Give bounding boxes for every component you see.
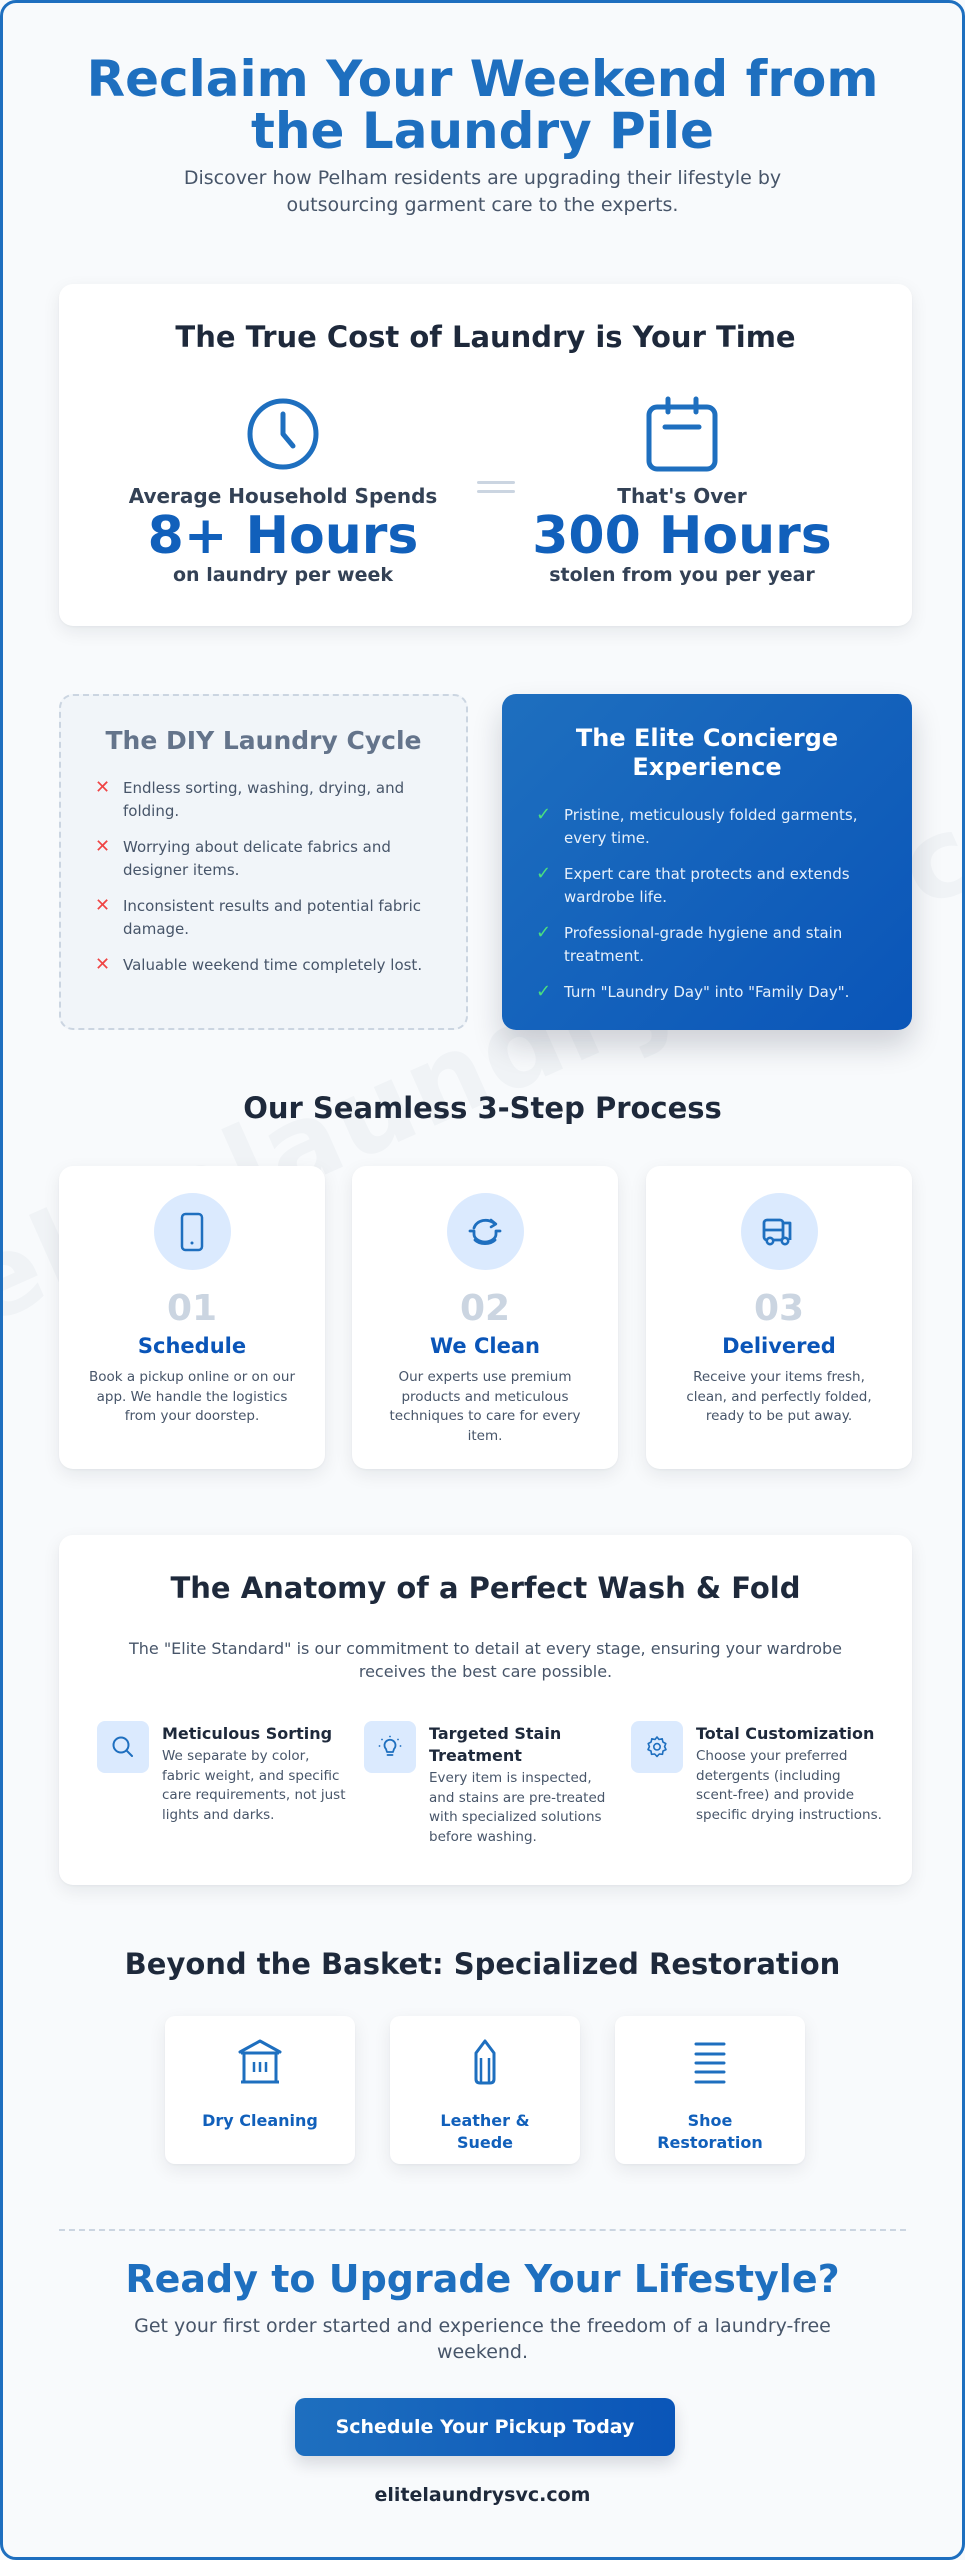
x-icon: ✕ bbox=[95, 836, 111, 857]
elite-title: The Elite Concierge Experience bbox=[575, 724, 839, 781]
step-icon-circle bbox=[446, 1193, 524, 1270]
step-icon-circle bbox=[740, 1193, 818, 1270]
lines-icon bbox=[685, 2038, 735, 2088]
service-name: Leather & Suede bbox=[440, 2111, 530, 2152]
check-icon: ✓ bbox=[536, 863, 552, 884]
diy-card: The DIY Laundry Cycle ✕Endless sorting, … bbox=[59, 694, 468, 1030]
anatomy-intro: The "Elite Standard" is our commitment t… bbox=[128, 1639, 843, 1681]
feature-title: Meticulous Sorting bbox=[162, 1724, 333, 1743]
service-shoe-restoration[interactable]: Shoe Restoration bbox=[615, 2016, 805, 2164]
clock-icon bbox=[243, 394, 323, 474]
service-name: Dry Cleaning bbox=[202, 2111, 318, 2130]
gear-icon bbox=[631, 1721, 683, 1773]
step-name: Schedule bbox=[137, 1334, 247, 1358]
elite-card: The Elite Concierge Experience ✓Pristine… bbox=[502, 694, 912, 1030]
section-divider bbox=[59, 2229, 906, 2231]
check-icon: ✓ bbox=[536, 981, 552, 1002]
diy-item: ✕Endless sorting, washing, drying, and f… bbox=[95, 777, 405, 820]
elite-item: ✓Pristine, meticulously folded garments,… bbox=[536, 804, 858, 847]
feature-desc: Choose your preferred detergents (includ… bbox=[696, 1748, 882, 1823]
step-icon-circle bbox=[153, 1193, 231, 1270]
service-name: Shoe Restoration bbox=[657, 2111, 763, 2152]
stat-yearly-pre: That's Over bbox=[617, 484, 747, 508]
feature-stain: Targeted Stain Treatment Every item is i… bbox=[364, 1721, 619, 1847]
smartphone-icon bbox=[180, 1212, 204, 1251]
elite-item: ✓Expert care that protects and extends w… bbox=[536, 863, 850, 906]
search-icon bbox=[97, 1721, 149, 1773]
feature-customization: Total Customization Choose your preferre… bbox=[631, 1721, 886, 1825]
diy-list: ✕Endless sorting, washing, drying, and f… bbox=[95, 777, 466, 977]
x-icon: ✕ bbox=[95, 777, 111, 798]
cost-title: The True Cost of Laundry is Your Time bbox=[175, 320, 796, 354]
step-name: Delivered bbox=[722, 1334, 836, 1358]
elite-item: ✓Professional-grade hygiene and stain tr… bbox=[536, 922, 843, 965]
step-number: 02 bbox=[459, 1288, 511, 1329]
elite-item: ✓Turn "Laundry Day" into "Family Day". bbox=[536, 981, 850, 1002]
lightbulb-icon bbox=[364, 1721, 416, 1773]
check-icon: ✓ bbox=[536, 922, 552, 943]
hero-title: Reclaim Your Weekend from the Laundry Pi… bbox=[86, 50, 879, 160]
anatomy-card: The Anatomy of a Perfect Wash & Fold The… bbox=[59, 1535, 912, 1885]
leather-icon bbox=[460, 2038, 510, 2088]
stat-yearly-post: stolen from you per year bbox=[549, 564, 815, 586]
step-desc: Receive your items fresh, clean, and per… bbox=[686, 1369, 872, 1424]
building-icon bbox=[235, 2038, 285, 2088]
step-desc: Our experts use premium products and met… bbox=[389, 1369, 581, 1444]
cost-card: The True Cost of Laundry is Your Time Av… bbox=[59, 284, 912, 626]
hero-subtitle: Discover how Pelham residents are upgrad… bbox=[183, 167, 782, 216]
schedule-pickup-button[interactable]: Schedule Your Pickup Today bbox=[295, 2398, 675, 2456]
calendar-icon bbox=[642, 394, 722, 474]
feature-sorting: Meticulous Sorting We separate by color,… bbox=[97, 1721, 352, 1825]
service-dry-cleaning[interactable]: Dry Cleaning bbox=[165, 2016, 355, 2164]
step-clean: 02 We Clean Our experts use premium prod… bbox=[352, 1166, 618, 1469]
step-desc: Book a pickup online or on our app. We h… bbox=[88, 1369, 296, 1424]
anatomy-title: The Anatomy of a Perfect Wash & Fold bbox=[170, 1571, 801, 1605]
x-icon: ✕ bbox=[95, 954, 111, 975]
process-title: Our Seamless 3-Step Process bbox=[243, 1091, 722, 1125]
stat-weekly-value: 8+ Hours bbox=[147, 506, 419, 566]
refresh-icon bbox=[468, 1218, 502, 1245]
cta-subtitle: Get your first order started and experie… bbox=[134, 2315, 831, 2363]
step-number: 03 bbox=[753, 1288, 805, 1329]
stat-weekly-post: on laundry per week bbox=[173, 564, 393, 586]
diy-item: ✕Inconsistent results and potential fabr… bbox=[95, 895, 422, 938]
feature-desc: We separate by color, fabric weight, and… bbox=[162, 1748, 346, 1823]
diy-title: The DIY Laundry Cycle bbox=[105, 726, 422, 755]
cta-title: Ready to Upgrade Your Lifestyle? bbox=[125, 2257, 840, 2301]
feature-title: Total Customization bbox=[696, 1724, 875, 1743]
elite-list: ✓Pristine, meticulously folded garments,… bbox=[536, 804, 912, 1004]
feature-desc: Every item is inspected, and stains are … bbox=[429, 1770, 606, 1845]
website-domain[interactable]: elitelaundrysvc.com bbox=[374, 2484, 591, 2506]
truck-icon bbox=[762, 1218, 792, 1245]
diy-item: ✕Valuable weekend time completely lost. bbox=[95, 954, 423, 975]
stat-yearly-value: 300 Hours bbox=[532, 506, 832, 566]
step-number: 01 bbox=[166, 1288, 218, 1329]
diy-item: ✕Worrying about delicate fabrics and des… bbox=[95, 836, 391, 879]
stat-weekly: Average Household Spends 8+ Hours on lau… bbox=[123, 394, 443, 586]
stat-weekly-pre: Average Household Spends bbox=[128, 484, 438, 508]
specialized-title: Beyond the Basket: Specialized Restorati… bbox=[124, 1947, 841, 1981]
service-leather-suede[interactable]: Leather & Suede bbox=[390, 2016, 580, 2164]
step-schedule: 01 Schedule Book a pickup online or on o… bbox=[59, 1166, 325, 1469]
x-icon: ✕ bbox=[95, 895, 111, 916]
step-name: We Clean bbox=[430, 1334, 540, 1358]
feature-title: Targeted Stain Treatment bbox=[429, 1724, 562, 1765]
check-icon: ✓ bbox=[536, 804, 552, 825]
equals-icon bbox=[477, 481, 515, 499]
stat-yearly: That's Over 300 Hours stolen from you pe… bbox=[522, 394, 842, 586]
step-delivered: 03 Delivered Receive your items fresh, c… bbox=[646, 1166, 912, 1469]
